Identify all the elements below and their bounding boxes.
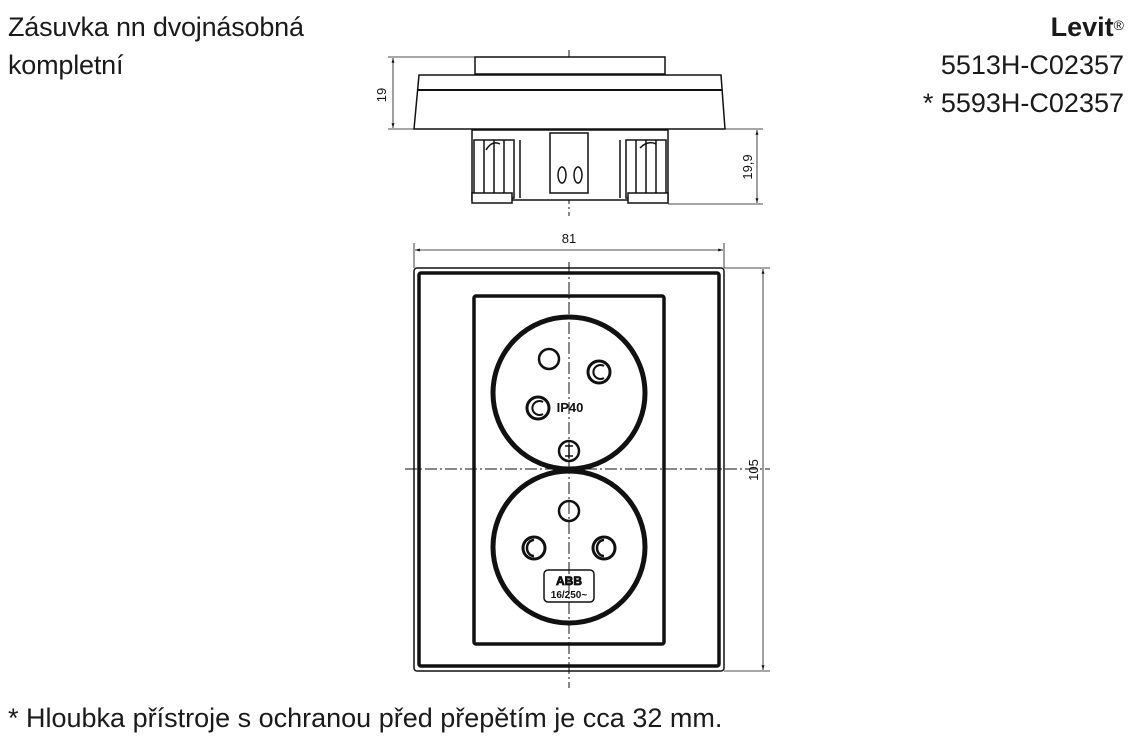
socket-rating: 16/250~	[551, 590, 588, 601]
dim-base-height: 19,9	[740, 154, 755, 179]
brand-block: Levit® 5513H-C02357 * 5593H-C02357	[923, 8, 1124, 122]
socket-ip-label: IP40	[557, 400, 584, 415]
product-code-2: * 5593H-C02357	[922, 88, 1124, 118]
dim-height: 105	[746, 459, 761, 481]
product-title-line1: Zásuvka nn dvojnásobná	[8, 12, 304, 42]
side-view	[388, 50, 763, 216]
dim-cover-height: 19	[374, 88, 389, 102]
front-view	[405, 243, 770, 688]
registered-mark: ®	[1113, 17, 1124, 33]
dim-width: 81	[562, 231, 576, 246]
footnote: * Hloubka přístroje s ochranou před přep…	[8, 703, 723, 733]
product-title: Zásuvka nn dvojnásobná kompletní	[8, 8, 304, 84]
brand-name: Levit	[1050, 12, 1114, 42]
product-code-1: 5513H-C02357	[940, 50, 1124, 80]
product-title-line2: kompletní	[8, 50, 124, 80]
abb-logo: ABB	[556, 574, 582, 588]
